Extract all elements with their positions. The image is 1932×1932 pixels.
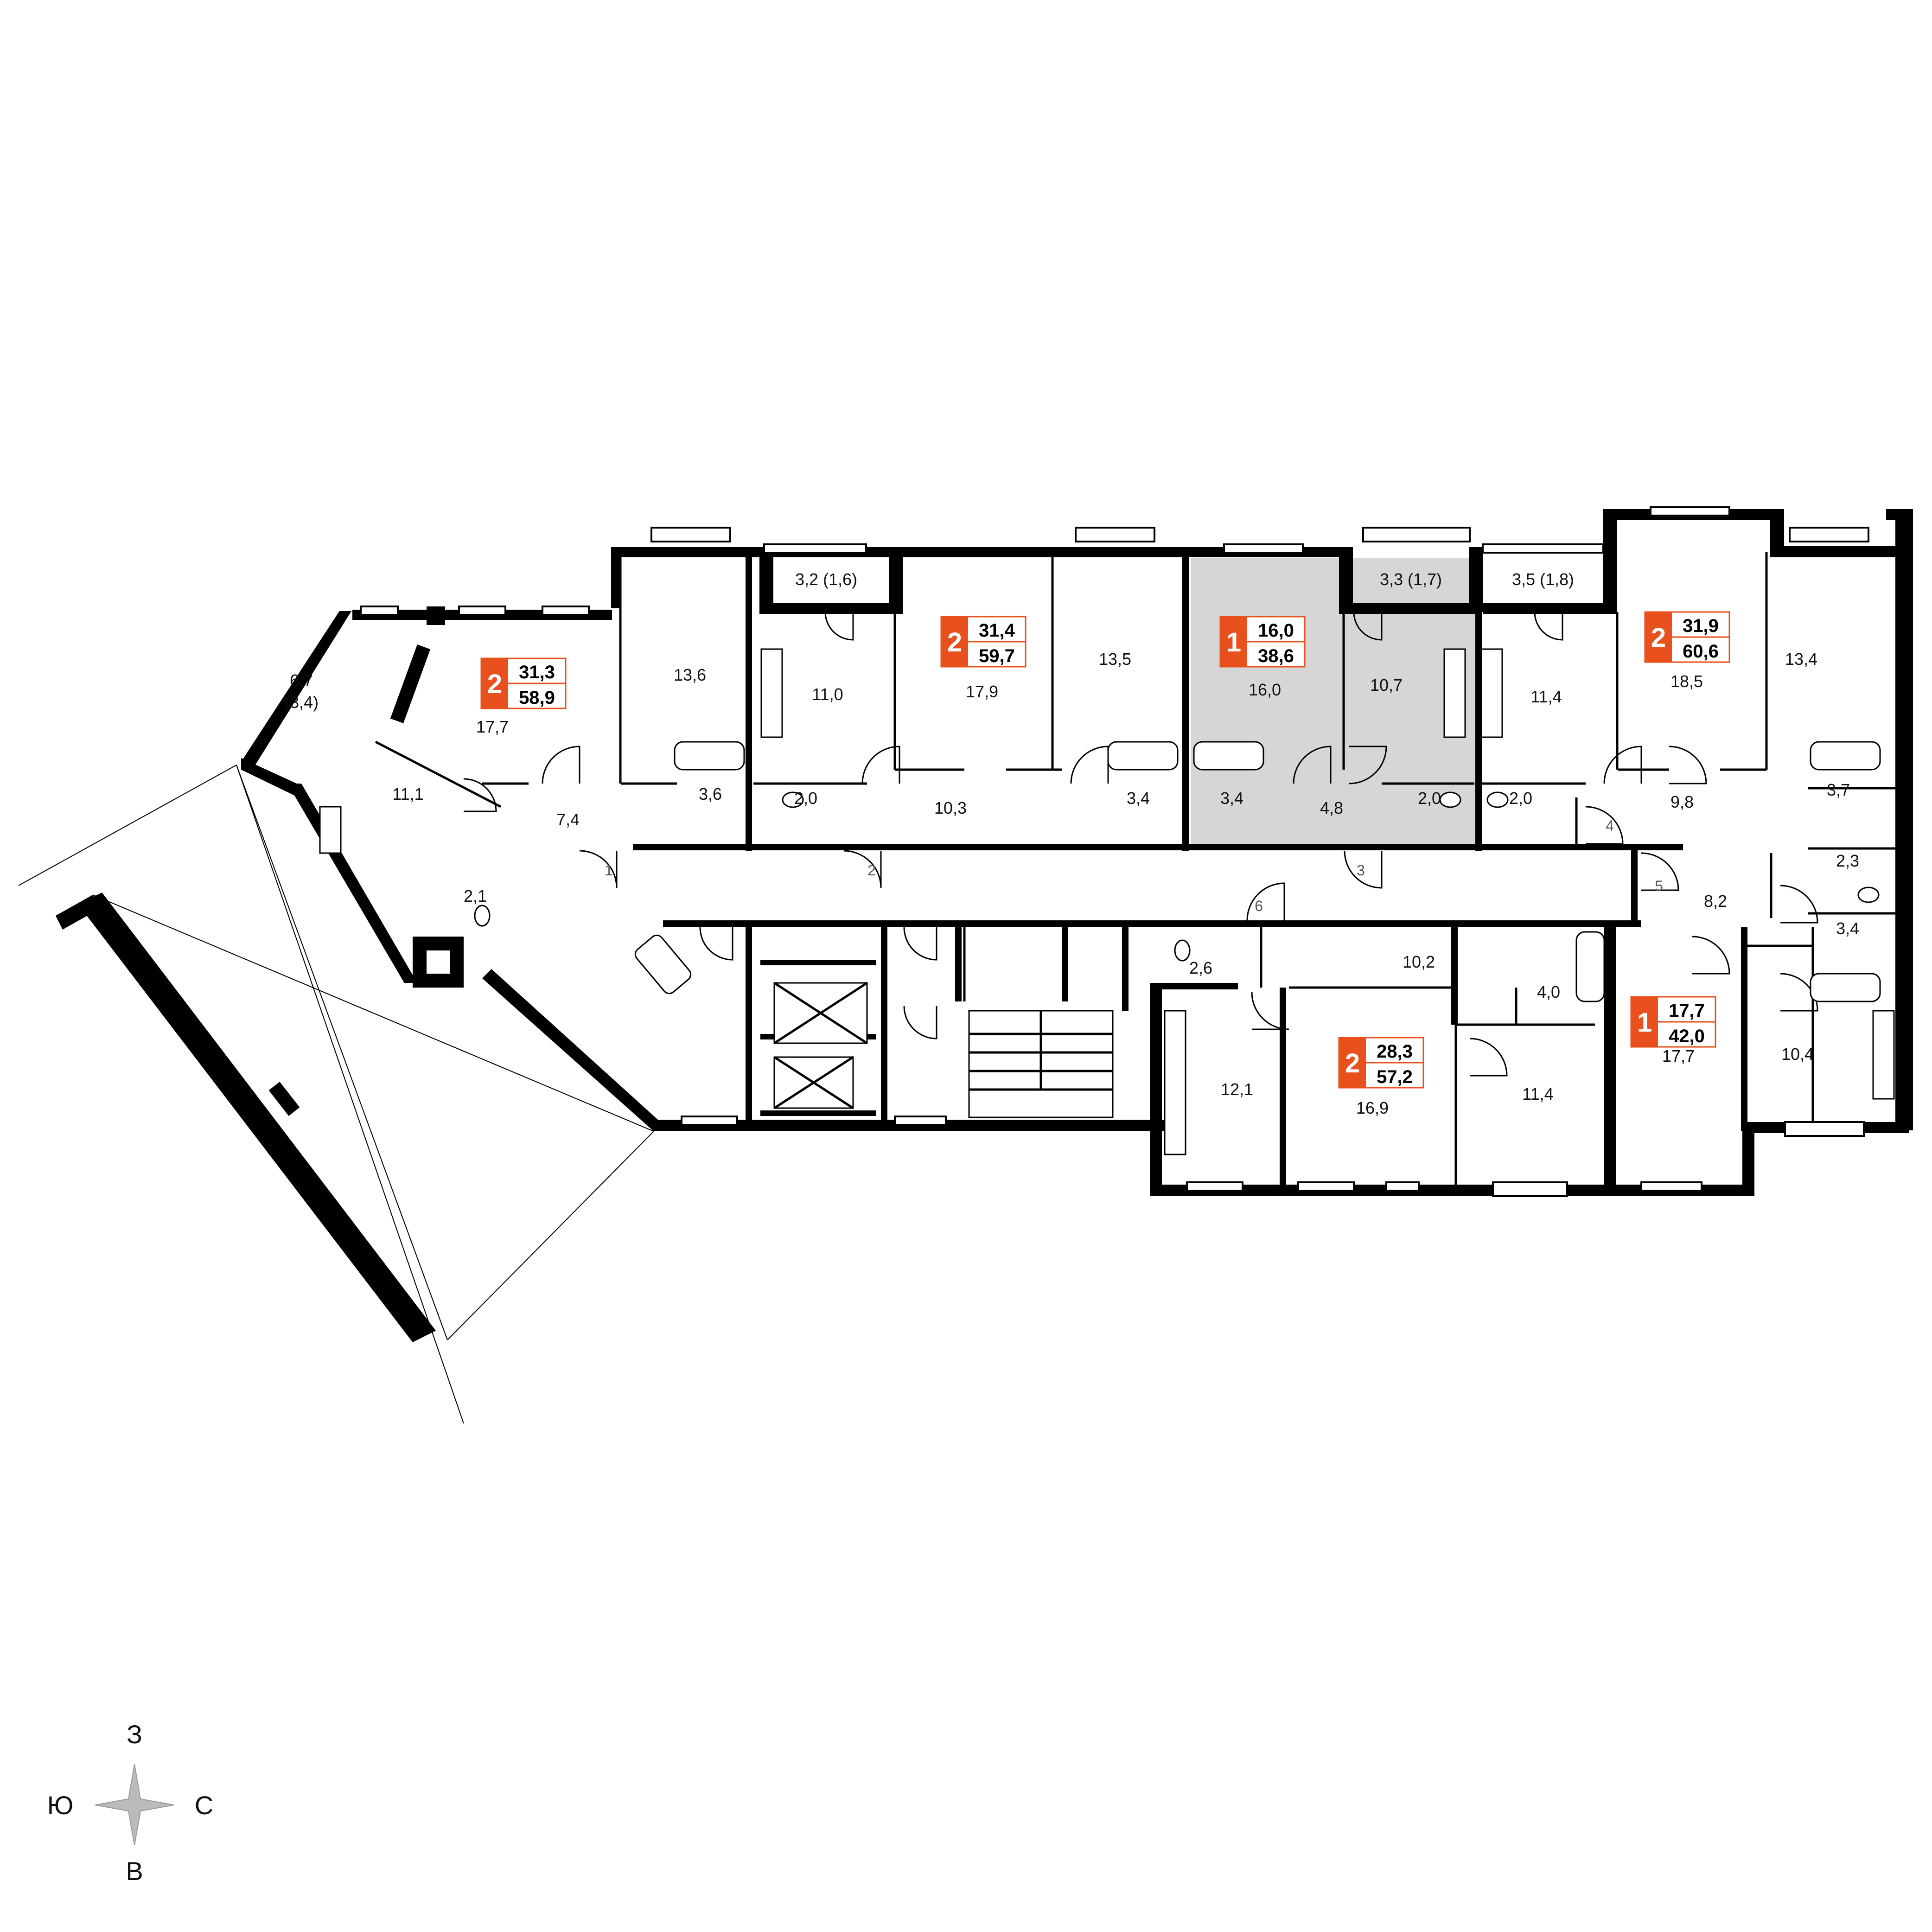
room-area: 11,0 bbox=[812, 685, 843, 704]
room-area: 10,4 bbox=[1781, 1045, 1814, 1064]
compass: З Ю С В bbox=[47, 1720, 214, 1886]
room-area: 10,7 bbox=[1370, 676, 1403, 695]
room-area: 9,8 bbox=[1671, 792, 1694, 811]
badge-total-area: 42,0 bbox=[1669, 1026, 1705, 1046]
compass-north: З bbox=[127, 1720, 142, 1749]
badge-rooms: 2 bbox=[1345, 1048, 1360, 1078]
room-area: 8,2 bbox=[1704, 892, 1727, 911]
door-number: 6 bbox=[1255, 898, 1263, 914]
room-area: 16,9 bbox=[1356, 1098, 1389, 1117]
badge-rooms: 1 bbox=[1637, 1007, 1652, 1038]
apartment-badge[interactable]: 1 17,7 42,0 bbox=[1630, 996, 1716, 1048]
badge-rooms: 2 bbox=[487, 669, 502, 699]
room-area: 2,0 bbox=[794, 789, 817, 808]
room-area: 2,6 bbox=[1189, 958, 1212, 977]
door-numbers: 1 2 3 4 5 6 bbox=[605, 817, 1663, 914]
badge-living-area: 31,3 bbox=[519, 662, 555, 682]
room-area: 17,7 bbox=[476, 717, 509, 736]
room-area: 10,3 bbox=[934, 798, 967, 817]
interior-walls bbox=[633, 556, 1747, 1192]
compass-west: Ю bbox=[47, 1791, 74, 1820]
badge-total-area: 38,6 bbox=[1258, 646, 1294, 666]
badge-living-area: 31,4 bbox=[979, 620, 1015, 641]
room-area: 3,7 bbox=[1827, 780, 1850, 799]
room-area: 7,4 bbox=[556, 810, 580, 829]
room-area: 3,3 (1,7) bbox=[1380, 570, 1442, 589]
apartment-badge[interactable]: 2 31,3 58,9 bbox=[480, 657, 567, 709]
room-area: 17,9 bbox=[966, 682, 998, 701]
windows bbox=[360, 506, 1869, 1197]
badge-total-area: 58,9 bbox=[519, 688, 555, 708]
elevator-shafts bbox=[773, 982, 868, 1109]
room-area: 3,4 bbox=[1220, 789, 1243, 808]
staircase bbox=[968, 1010, 1114, 1118]
room-area: 13,4 bbox=[1785, 650, 1817, 669]
room-area: 4,0 bbox=[1537, 982, 1560, 1001]
apartment-badge[interactable]: 2 31,4 59,7 bbox=[940, 616, 1027, 668]
apartment-badge[interactable]: 2 31,9 60,6 bbox=[1644, 611, 1730, 663]
partitions bbox=[375, 552, 1896, 1187]
door-number: 1 bbox=[605, 862, 613, 879]
room-area: 6,7 bbox=[290, 671, 313, 690]
badge-total-area: 60,6 bbox=[1683, 641, 1719, 662]
room-area: 11,4 bbox=[1522, 1084, 1553, 1103]
room-area: 18,5 bbox=[1671, 672, 1703, 691]
room-area: 3,2 (1,6) bbox=[795, 570, 857, 589]
compass-star-icon bbox=[95, 1764, 174, 1846]
room-area: 13,5 bbox=[1099, 650, 1131, 669]
apartment-badge[interactable]: 1 16,0 38,6 bbox=[1219, 616, 1306, 668]
room-area: 2,0 bbox=[1509, 789, 1532, 808]
badge-living-area: 31,9 bbox=[1683, 616, 1719, 636]
terrace-outline bbox=[18, 765, 654, 1424]
room-area: 4,8 bbox=[1320, 798, 1343, 817]
door-number: 3 bbox=[1357, 862, 1365, 879]
door-number: 4 bbox=[1606, 817, 1614, 834]
diagonal-walls bbox=[56, 611, 663, 1342]
room-area: 10,2 bbox=[1403, 952, 1435, 971]
room-area: 11,4 bbox=[1530, 687, 1562, 706]
fixtures bbox=[319, 648, 1895, 1155]
door-number: 5 bbox=[1655, 878, 1663, 894]
badge-living-area: 28,3 bbox=[1377, 1041, 1413, 1062]
room-area: 2,1 bbox=[464, 886, 487, 905]
room-area: 17,7 bbox=[1662, 1046, 1695, 1065]
badge-rooms: 2 bbox=[1651, 623, 1666, 653]
room-area: (3,4) bbox=[284, 693, 319, 712]
room-area: 12,1 bbox=[1221, 1080, 1253, 1099]
compass-south: В bbox=[126, 1856, 143, 1886]
room-area: 3,4 bbox=[1127, 789, 1150, 808]
badge-rooms: 1 bbox=[1226, 627, 1241, 657]
compass-east: С bbox=[195, 1791, 213, 1820]
room-labels: 6,7 (3,4) 17,7 13,6 11,1 7,4 3,6 2,1 3,2… bbox=[284, 570, 1859, 1117]
door-number: 2 bbox=[867, 862, 876, 879]
apartment-badge[interactable]: 2 28,3 57,2 bbox=[1338, 1037, 1424, 1089]
room-area: 2,0 bbox=[1418, 789, 1441, 808]
badge-living-area: 17,7 bbox=[1669, 1001, 1705, 1021]
room-area: 3,5 (1,8) bbox=[1512, 570, 1574, 589]
room-area: 3,4 bbox=[1836, 919, 1859, 938]
exterior-walls bbox=[352, 509, 1913, 1130]
badge-living-area: 16,0 bbox=[1258, 620, 1294, 641]
room-area: 11,1 bbox=[392, 784, 423, 803]
badge-total-area: 59,7 bbox=[979, 646, 1015, 666]
room-area: 13,6 bbox=[674, 665, 706, 684]
room-area: 16,0 bbox=[1249, 680, 1281, 699]
door-swings bbox=[463, 612, 1818, 1077]
room-area: 3,6 bbox=[699, 784, 722, 803]
badge-rooms: 2 bbox=[947, 627, 962, 657]
room-area: 2,3 bbox=[1836, 851, 1859, 870]
badge-total-area: 57,2 bbox=[1377, 1067, 1413, 1087]
